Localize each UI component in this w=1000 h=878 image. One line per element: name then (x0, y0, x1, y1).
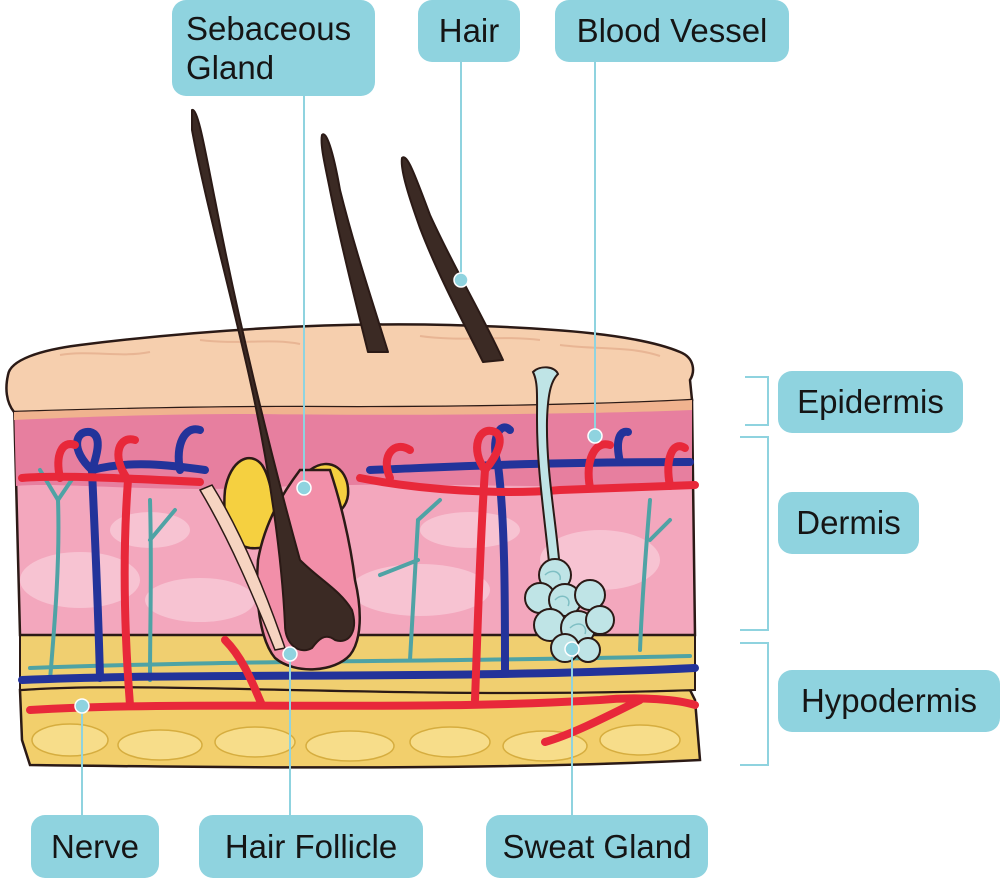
label-hair-follicle: Hair Follicle (199, 815, 423, 878)
leader-lines (81, 60, 596, 818)
epidermis-layer (5, 323, 695, 420)
label-nerve: Nerve (31, 815, 159, 878)
label-sweat-gland: Sweat Gland (486, 815, 708, 878)
follicle-sheath (198, 484, 286, 651)
label-dermis: Dermis (778, 492, 919, 554)
artery-network (18, 426, 699, 746)
label-hypodermis: Hypodermis (778, 670, 1000, 732)
hair-strands (191, 108, 504, 652)
label-epidermis: Epidermis (778, 371, 963, 433)
layer-brackets (740, 376, 769, 766)
label-hair: Hair (418, 0, 520, 62)
label-sebaceous-gland: Sebaceous Gland (172, 0, 375, 96)
label-sebaceous-gland-line1: Sebaceous (186, 10, 352, 47)
leader-dots (74, 272, 603, 714)
label-blood-vessel: Blood Vessel (555, 0, 789, 62)
label-sebaceous-gland-line2: Gland (186, 49, 275, 86)
